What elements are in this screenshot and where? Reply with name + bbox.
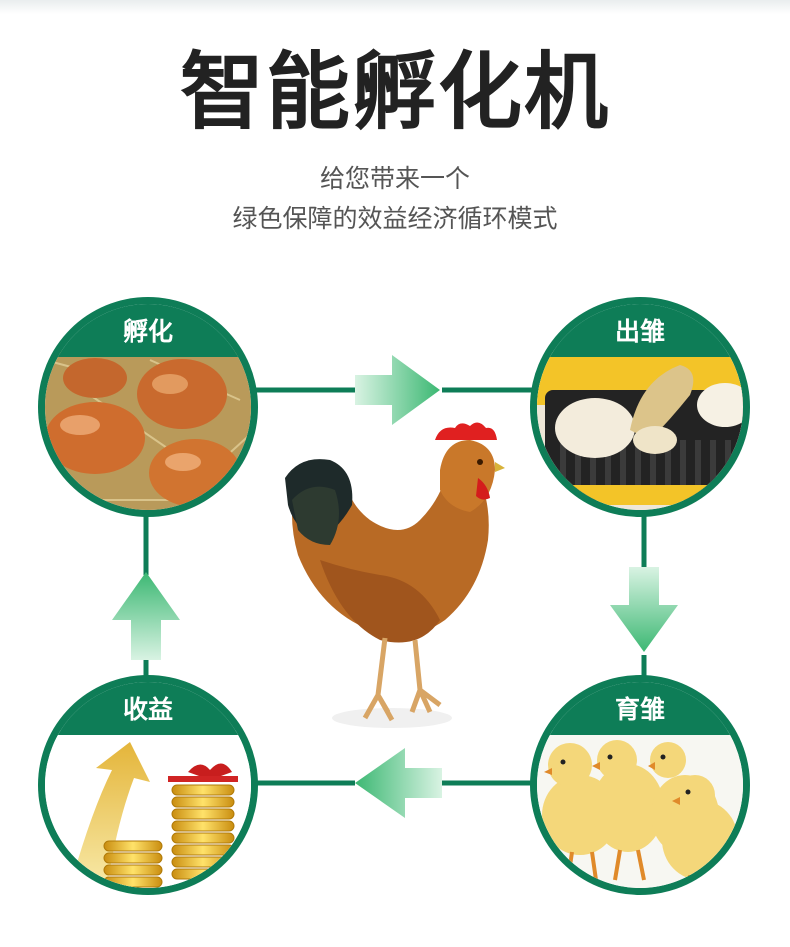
connector-lines xyxy=(143,387,647,786)
page-title: 智能孵化机 xyxy=(179,43,610,141)
arrow-down-icon xyxy=(610,567,678,652)
top-gradient-bar xyxy=(0,0,790,14)
out-stage-circle xyxy=(530,297,750,517)
arrow-up-icon xyxy=(112,572,180,660)
stage-label-hatch: 孵化 xyxy=(122,317,173,346)
subtitle-line-2: 绿色保障的效益经济循环模式 xyxy=(232,204,558,233)
eggs-image xyxy=(45,350,251,510)
brood-stage-circle xyxy=(530,675,750,895)
stage-label-out: 出雏 xyxy=(614,317,665,346)
subtitle-line-1: 给您带来一个 xyxy=(319,164,470,193)
chicks-image xyxy=(537,730,743,888)
arrow-right-icon xyxy=(355,355,440,425)
arrow-left-icon xyxy=(355,748,442,818)
stage-label-profit: 收益 xyxy=(122,695,173,724)
stage-label-brood: 育雏 xyxy=(614,695,665,724)
rooster-image xyxy=(285,422,505,728)
hatching-chick-image xyxy=(537,350,743,510)
profit-stage-circle xyxy=(38,675,258,895)
gold-coins-image xyxy=(45,730,251,888)
